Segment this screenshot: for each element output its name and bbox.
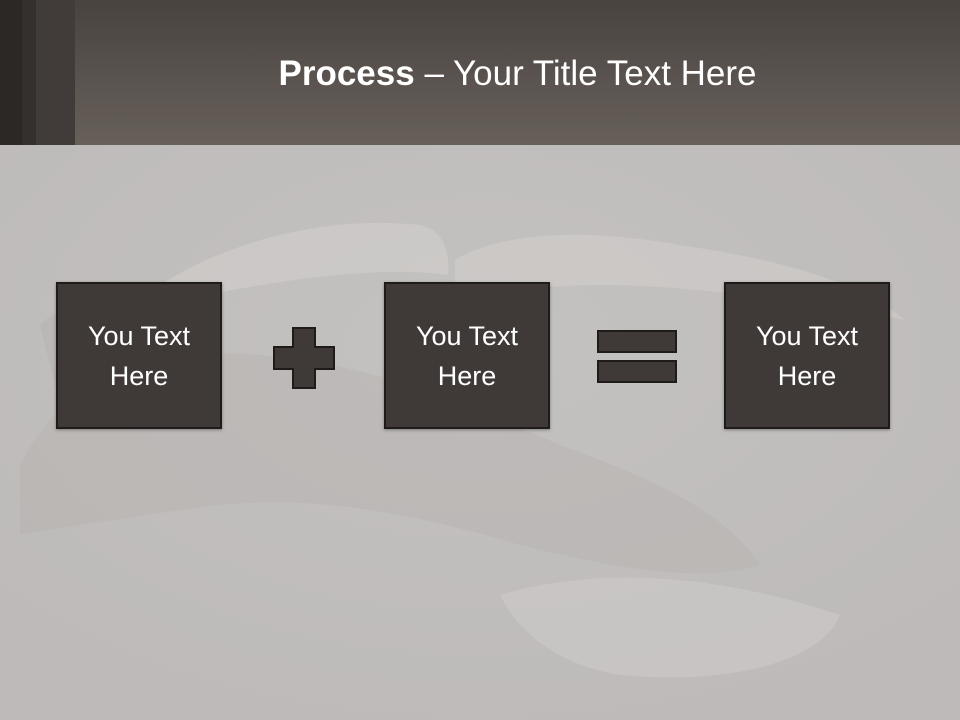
process-box-label: You Text Here <box>87 320 191 391</box>
header-stripe <box>0 0 22 145</box>
slide-title-rest: – Your Title Text Here <box>414 54 757 93</box>
process-box-2: You Text Here <box>384 282 550 429</box>
process-box-label: You Text Here <box>755 320 859 391</box>
process-box-3: You Text Here <box>724 282 890 429</box>
process-box-label: You Text Here <box>415 320 519 391</box>
header-stripe <box>22 0 36 145</box>
slide-title-bold: Process <box>278 54 415 93</box>
slide-title: Process – Your Title Text Here <box>75 52 960 96</box>
header-bar: Process – Your Title Text Here <box>0 0 960 145</box>
plus-icon <box>273 327 335 389</box>
process-box-1: You Text Here <box>56 282 222 429</box>
equals-icon <box>597 330 677 384</box>
header-stripe <box>36 0 75 145</box>
background-photo <box>0 145 960 720</box>
